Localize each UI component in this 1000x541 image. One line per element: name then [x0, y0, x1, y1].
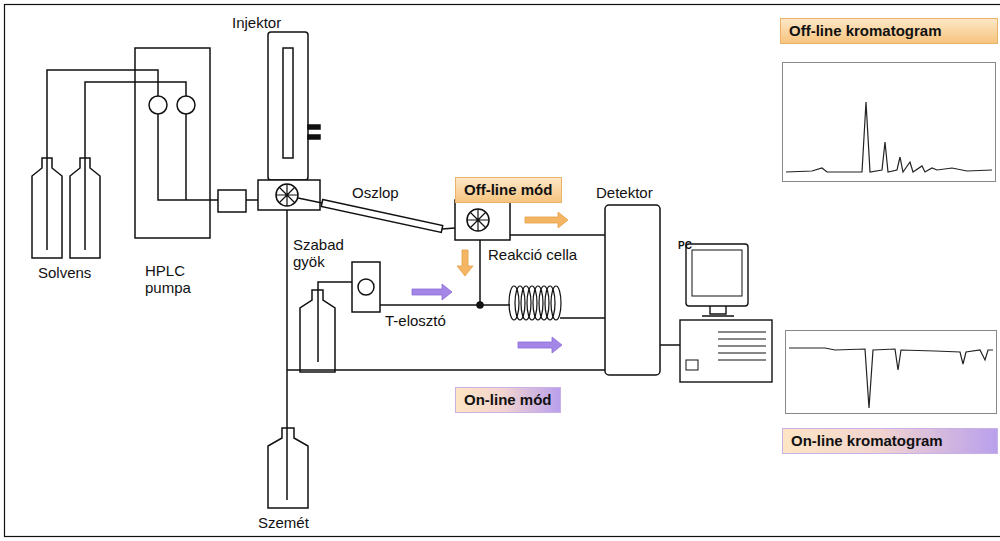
chromatogram-trace — [782, 62, 996, 182]
tube — [380, 304, 510, 306]
chromatogram-title: On-line kromatogram — [791, 432, 989, 450]
solvent-tube — [47, 70, 158, 250]
part-label: Solvens — [38, 264, 91, 281]
part-label-text: Injektor — [232, 14, 281, 31]
valve-ports — [276, 184, 298, 206]
coil-winding — [539, 286, 549, 320]
reagent-pump — [352, 262, 380, 312]
tube — [246, 199, 258, 201]
coil-winding — [533, 286, 543, 320]
part-label: Detektor — [596, 184, 653, 201]
injector-slot — [283, 48, 293, 158]
chromatogram-heading: On-line kromatogram — [782, 428, 998, 454]
tube — [560, 317, 605, 319]
flow-arrow — [457, 250, 473, 276]
part-label: Oszlop — [352, 184, 399, 201]
part-label: HPLC pumpa — [145, 262, 205, 296]
pump-head — [149, 96, 167, 114]
chromatogram-heading: Off-line kromatogram — [780, 18, 998, 44]
coil-winding — [515, 286, 525, 320]
mode-tag: On-line mód — [455, 387, 561, 413]
t-junction — [477, 302, 483, 308]
reaction-coil — [509, 286, 561, 320]
part-label-text: Oszlop — [352, 184, 399, 201]
detector — [605, 205, 660, 375]
waste-bottle — [268, 428, 308, 508]
injector-body — [268, 32, 308, 180]
coil-winding — [551, 286, 561, 320]
pump-head — [358, 279, 374, 295]
mode-tag-text: Off-line mód — [464, 181, 553, 199]
part-label-text: Szabad gyök — [293, 236, 347, 270]
frame — [5, 5, 1000, 537]
signal-wire — [660, 344, 680, 346]
part-label: T-elosztó — [385, 312, 446, 329]
flow-arrow — [518, 337, 562, 353]
valve-rotor — [276, 184, 298, 206]
computer: PC — [678, 240, 774, 388]
part-label-text: Szemét — [258, 514, 309, 531]
part-label-text: T-elosztó — [385, 312, 446, 329]
chromatogram-panel: On-line kromatogram — [782, 326, 998, 458]
injector-valve — [258, 180, 320, 210]
injector-handle — [308, 135, 320, 139]
valve-ports — [467, 209, 489, 231]
mixer — [218, 190, 246, 212]
chromatogram-trace — [785, 330, 997, 414]
chromatogram-title: Off-line kromatogram — [789, 22, 989, 40]
part-label-text: Reakció cella — [488, 246, 577, 263]
part-label: Szemét — [258, 514, 309, 531]
flow-arrow — [525, 212, 568, 228]
part-label: Injektor — [232, 14, 281, 31]
reagent-tube — [318, 282, 352, 362]
waste-tube — [287, 210, 605, 500]
screen-text: PC — [678, 240, 692, 251]
coil-winding — [545, 286, 555, 320]
part-label: Szabad gyök — [293, 236, 347, 270]
valve-rotor — [467, 209, 489, 231]
flow-arrow — [412, 284, 452, 300]
chromatogram-panel: Off-line kromatogram — [780, 18, 998, 184]
tube — [479, 240, 481, 305]
tube — [510, 234, 605, 236]
mode-tag: Off-line mód — [455, 177, 562, 203]
part-label: Reakció cella — [488, 246, 577, 263]
switch-valve — [455, 200, 510, 240]
part-label-text: Solvens — [38, 264, 91, 281]
part-label-text: Detektor — [596, 184, 653, 201]
pump-housing — [135, 48, 210, 238]
coil-winding — [521, 286, 531, 320]
computer-drawing — [678, 240, 774, 388]
part-label-text: HPLC pumpa — [145, 262, 205, 296]
coil-winding — [527, 286, 537, 320]
pump-tube — [158, 114, 218, 200]
coil-winding — [509, 286, 519, 320]
injector-handle — [308, 125, 320, 129]
column — [321, 200, 442, 233]
pump-head — [177, 96, 195, 114]
mode-tag-text: On-line mód — [464, 391, 552, 409]
